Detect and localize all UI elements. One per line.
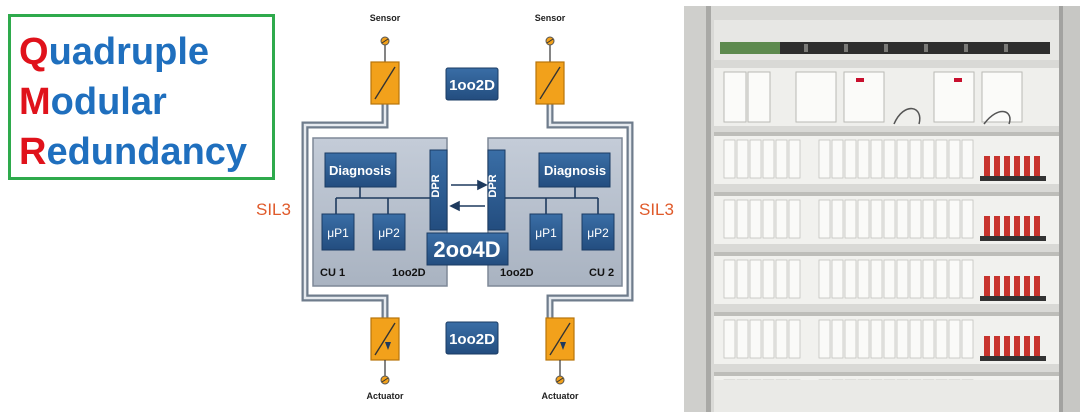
title-rest-redundancy: edundancy (46, 131, 248, 173)
title-rest-modular: odular (50, 81, 167, 123)
center-vote-badge: 2oo4D (426, 232, 509, 266)
title-box: Quadruple Modular Redundancy (8, 14, 275, 180)
cu1-dpr-block (429, 149, 448, 231)
cu2-p1-label: μP1 (535, 226, 557, 240)
cu2-diagnosis-block (538, 152, 611, 188)
rack-cabinet-photo (684, 6, 1080, 412)
signal-pipes (301, 104, 634, 318)
title-initial-m: M (19, 81, 51, 123)
cu2-p2-label: μP2 (587, 226, 609, 240)
center-vote-label: 2oo4D (433, 237, 500, 262)
cu1-p1-block (321, 213, 355, 251)
sil-right-label: SIL3 (639, 200, 674, 219)
cu1-p2-block (372, 213, 406, 251)
title-rest-quadruple: uadruple (48, 31, 210, 73)
title-initial-r: R (19, 131, 47, 173)
actuator-left-label: Actuator (366, 391, 403, 401)
cu1-name-label: CU 1 (320, 267, 345, 279)
rack-io-rows (714, 132, 1059, 184)
top-vote-label: 1oo2D (449, 77, 495, 94)
cu1-dpr-label: DPR (430, 174, 442, 197)
cu2-dpr-block (487, 149, 506, 231)
sensor-right: Sensor (535, 13, 566, 105)
qmr-architecture-diagram: Sensor Sensor 1oo2D Diagnosis DPR μP (256, 13, 674, 401)
cu2-p2-block (581, 213, 615, 251)
sensor-left: Sensor (370, 13, 401, 105)
cu2-panel: DPR Diagnosis μP1 μP2 1oo2D CU 2 (487, 137, 623, 287)
actuator-right-label: Actuator (541, 391, 578, 401)
cu1-vote-label: 1oo2D (392, 267, 426, 279)
bottom-vote-badge: 1oo2D (445, 321, 499, 355)
cu2-diagnosis-label: Diagnosis (544, 163, 606, 178)
cu2-vote-label: 1oo2D (500, 267, 534, 279)
top-vote-badge: 1oo2D (445, 67, 499, 101)
bottom-vote-label: 1oo2D (449, 331, 495, 348)
dpr-exchange-arrows (449, 179, 488, 212)
title-initial-q: Q (19, 31, 49, 73)
cu1-diagnosis-block (324, 152, 397, 188)
actuator-right: Actuator (541, 317, 579, 401)
cu1-p1-label: μP1 (327, 226, 349, 240)
sensor-left-label: Sensor (370, 13, 401, 23)
cu2-name-label: CU 2 (589, 267, 614, 279)
cu2-p1-block (529, 213, 563, 251)
cu2-dpr-label: DPR (487, 174, 499, 197)
actuator-left: Actuator (366, 317, 404, 401)
cu1-p2-label: μP2 (378, 226, 400, 240)
title-line-redundancy: Redundancy (19, 133, 247, 171)
cu1-diagnosis-label: Diagnosis (329, 163, 391, 178)
sensor-right-label: Sensor (535, 13, 566, 23)
title-line-quadruple: Quadruple (19, 33, 209, 71)
sil-left-label: SIL3 (256, 200, 291, 219)
title-line-modular: Modular (19, 83, 167, 121)
cu1-panel: Diagnosis DPR μP1 μP2 CU 1 1oo2D (312, 137, 448, 287)
